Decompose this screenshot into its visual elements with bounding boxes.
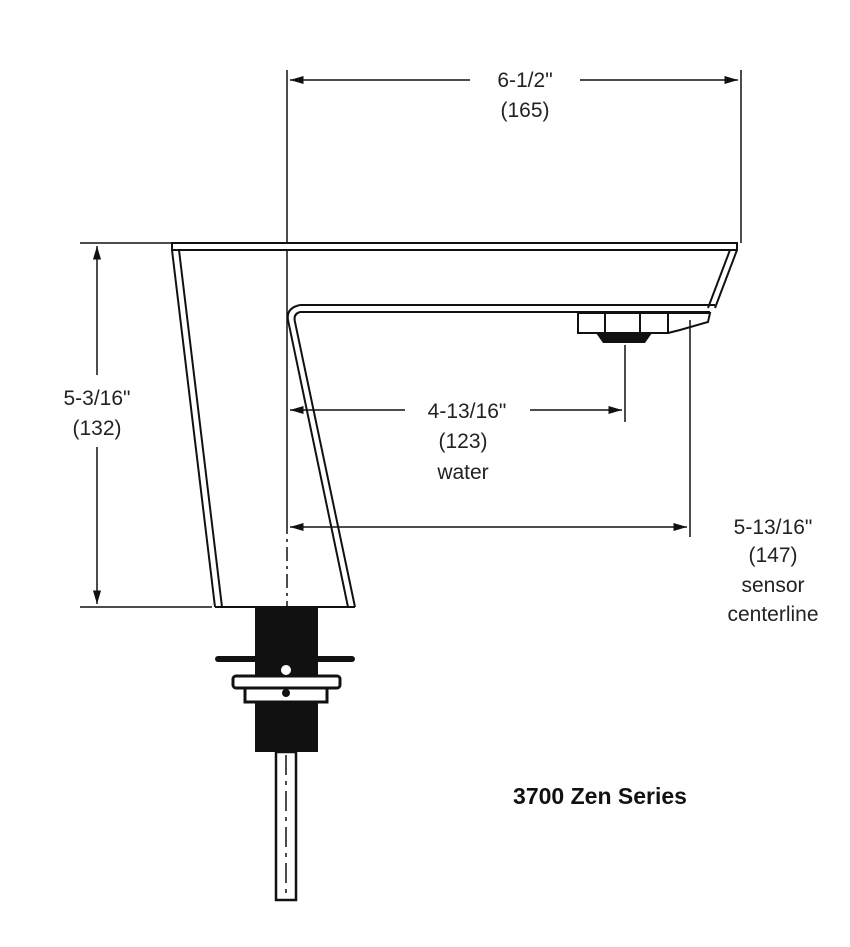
dimension-overall-length: 6-1/2" (165): [290, 69, 738, 122]
sensor-metric: (147): [748, 544, 797, 567]
extension-lines: [80, 70, 742, 610]
overall-length-metric: (165): [500, 99, 549, 122]
height-imperial: 5-3/16": [64, 387, 131, 410]
mounting-shank: [215, 607, 355, 902]
overall-length-imperial: 6-1/2": [497, 69, 552, 92]
water-metric: (123): [438, 430, 487, 453]
sensor-imperial: 5-13/16": [734, 516, 813, 539]
dimension-sensor: 5-13/16" (147) sensor centerline: [290, 516, 819, 626]
sensor-label: sensor: [741, 574, 804, 597]
water-label: water: [436, 461, 488, 484]
dimension-height: 5-3/16" (132): [64, 246, 131, 604]
height-metric: (132): [72, 417, 121, 440]
water-imperial: 4-13/16": [428, 400, 507, 423]
aerator: [577, 312, 712, 343]
faucet-body: [171, 242, 738, 608]
sensor-label-2: centerline: [727, 603, 818, 626]
dimension-water: 4-13/16" (123) water: [290, 400, 622, 484]
product-title: 3700 Zen Series: [513, 783, 687, 809]
